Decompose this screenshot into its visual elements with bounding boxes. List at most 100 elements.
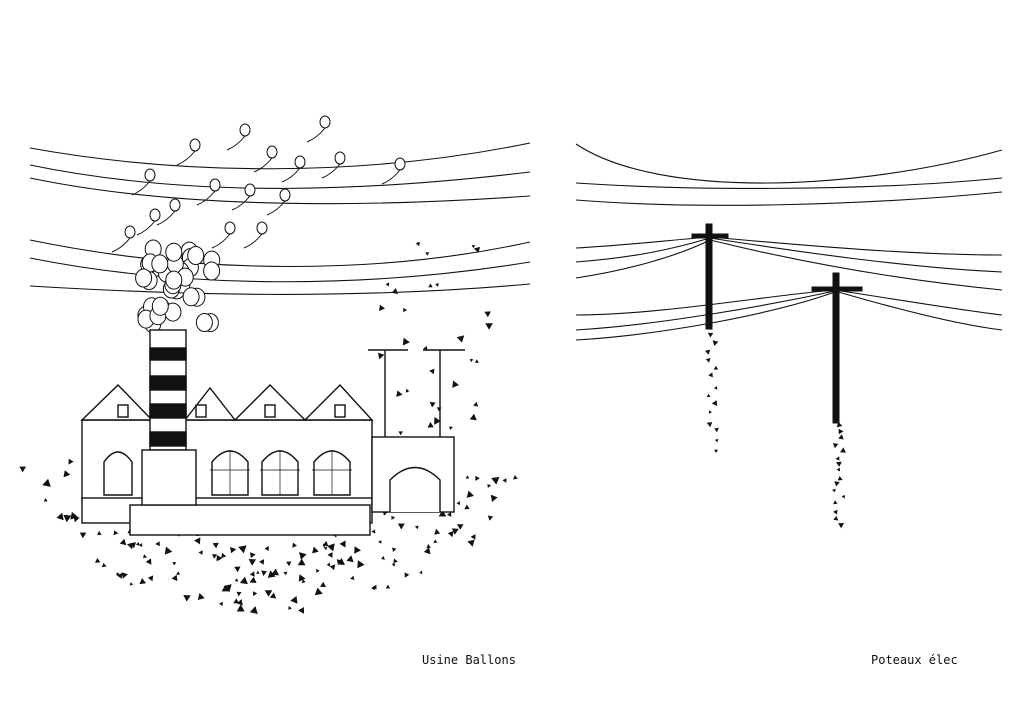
debris-triangle — [233, 598, 239, 604]
debris-triangle — [250, 552, 256, 559]
debris-triangle — [429, 401, 436, 408]
debris-triangle — [434, 528, 441, 535]
debris-triangle — [239, 576, 248, 585]
debris-triangle — [398, 431, 403, 436]
debris-triangle — [19, 466, 26, 473]
balloon-string — [321, 163, 341, 179]
debris-triangle — [391, 288, 398, 295]
debris-triangle — [473, 246, 481, 253]
debris-triangle — [301, 579, 306, 583]
debris-triangle — [73, 515, 80, 523]
debris-triangle — [708, 410, 712, 414]
debris-triangle — [147, 575, 154, 582]
debris-triangle — [219, 601, 223, 607]
factory-balloons-drawing — [19, 115, 531, 614]
debris-triangle — [256, 570, 260, 574]
balloon-icon — [239, 123, 251, 137]
debris-triangle — [451, 528, 459, 535]
debris-triangle — [346, 555, 354, 563]
debris-triangle — [456, 335, 465, 343]
debris-triangle — [63, 514, 72, 523]
debris-triangle — [487, 515, 494, 521]
debris-triangle — [415, 241, 420, 247]
debris-triangle — [194, 537, 201, 545]
debris-triangle — [221, 584, 230, 592]
debris-triangle — [484, 311, 491, 318]
balloon-icon — [195, 313, 213, 332]
debris-triangle — [252, 591, 258, 597]
debris-triangle — [249, 571, 255, 577]
debris-triangle — [230, 546, 237, 554]
debris-triangle — [290, 596, 298, 604]
debris-triangle — [707, 332, 714, 338]
debris-triangle — [385, 282, 390, 287]
debris-triangle — [127, 542, 134, 550]
debris-triangle — [419, 570, 423, 575]
debris-triangle — [97, 530, 102, 536]
debris-triangle — [371, 585, 376, 591]
balloon-icon — [319, 115, 331, 129]
balloon-icon — [182, 287, 200, 307]
debris-triangle — [198, 550, 203, 555]
debris-triangle — [487, 483, 492, 488]
debris-triangle — [135, 542, 140, 546]
debris-triangle — [95, 558, 101, 563]
debris-triangle — [312, 546, 319, 554]
debris-triangle — [197, 593, 205, 600]
balloon-icon — [187, 246, 205, 265]
balloon-icon — [256, 221, 268, 235]
debris-triangle — [322, 543, 327, 548]
debris-triangle — [350, 575, 355, 580]
balloon-string — [281, 167, 301, 183]
debris-triangle — [714, 449, 718, 453]
balloon-icon — [144, 168, 156, 182]
debris-triangle — [434, 417, 441, 425]
debris-triangle — [469, 358, 474, 363]
debris-triangle — [402, 337, 410, 346]
balloon-icon — [149, 208, 161, 222]
debris-triangle — [711, 400, 718, 406]
balloon-icon — [224, 221, 236, 235]
debris-triangle — [56, 512, 64, 521]
debris-triangle — [838, 428, 844, 435]
debris-triangle — [354, 546, 361, 554]
debris-triangle — [832, 488, 836, 493]
debris-triangle — [396, 390, 403, 397]
debris-triangle — [316, 568, 320, 573]
debris-triangle — [429, 368, 435, 375]
balloon-icon — [279, 188, 291, 202]
debris-triangle — [426, 544, 431, 549]
debris-triangle — [371, 529, 376, 534]
debris-triangle — [428, 283, 433, 288]
balloon-string — [231, 195, 251, 211]
debris-triangle — [264, 545, 269, 551]
debris-triangle — [513, 475, 518, 480]
debris-triangle — [339, 540, 346, 548]
debris-triangle — [79, 532, 87, 539]
debris-triangle — [471, 245, 476, 249]
balloon-icon — [165, 270, 183, 290]
balloon-string — [253, 157, 273, 173]
debris-triangle — [101, 562, 107, 568]
balloon-string — [111, 237, 131, 253]
debris-triangle — [465, 475, 470, 479]
balloon-string — [211, 233, 231, 249]
debris-triangle — [320, 581, 326, 588]
debris-triangle — [221, 552, 227, 559]
debris-triangle — [491, 476, 500, 485]
debris-triangle — [391, 515, 396, 520]
debris-triangle — [172, 561, 177, 566]
debris-triangle — [286, 561, 292, 567]
debris-triangle — [143, 554, 147, 559]
debris-triangle — [298, 607, 304, 614]
debris-triangle — [63, 470, 71, 478]
debris-triangle — [267, 570, 276, 578]
debris-triangle — [452, 380, 459, 388]
debris-triangle — [323, 546, 328, 551]
debris-triangle — [449, 426, 453, 430]
caption-poteaux-elec: Poteaux élec — [871, 653, 958, 667]
debris-triangle — [283, 571, 288, 576]
balloon-string — [196, 190, 216, 206]
debris-triangle — [176, 571, 180, 576]
debris-triangle — [378, 352, 385, 360]
